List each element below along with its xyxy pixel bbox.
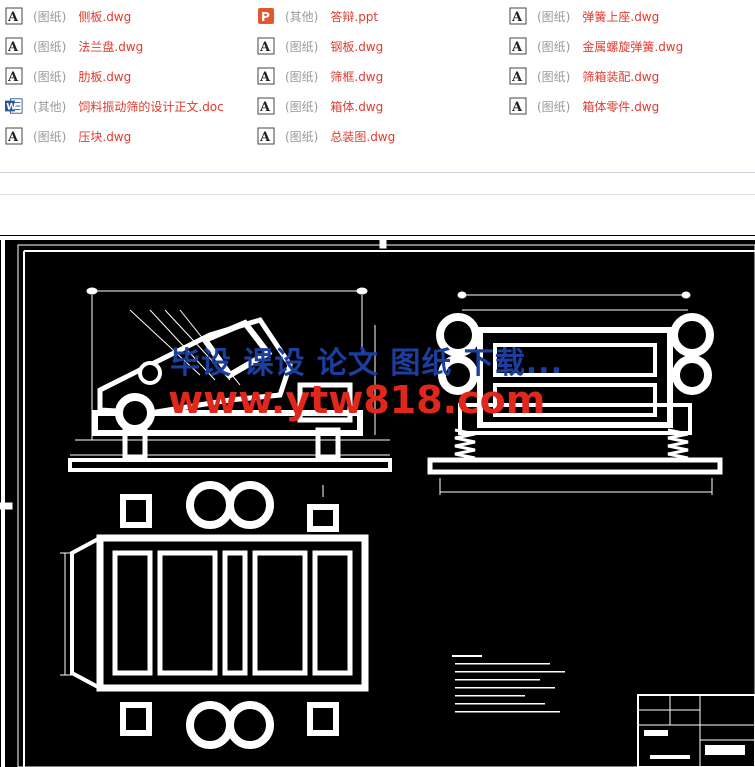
file-item[interactable]: P (其他) 答辩.ppt bbox=[257, 5, 378, 27]
file-name[interactable]: 法兰盘.dwg bbox=[78, 39, 144, 54]
cad-drawing bbox=[0, 236, 755, 767]
autocad-file-icon: A bbox=[509, 67, 527, 85]
divider bbox=[0, 172, 755, 173]
file-name[interactable]: 钢板.dwg bbox=[330, 39, 384, 54]
file-item[interactable]: A (图纸) 压块.dwg bbox=[5, 125, 131, 147]
file-kind: (其他) bbox=[33, 99, 67, 114]
autocad-file-icon: A bbox=[5, 67, 23, 85]
file-kind: (图纸) bbox=[33, 129, 67, 144]
file-kind: (图纸) bbox=[537, 9, 571, 24]
autocad-file-icon: A bbox=[5, 7, 23, 25]
autocad-file-icon: A bbox=[257, 127, 275, 145]
svg-text:A: A bbox=[7, 40, 19, 55]
svg-text:A: A bbox=[511, 70, 523, 85]
file-name[interactable]: 筛箱装配.dwg bbox=[582, 69, 660, 84]
file-name[interactable]: 饲料振动筛的设计正文.doc bbox=[78, 99, 224, 114]
file-item[interactable]: A (图纸) 箱体.dwg bbox=[257, 95, 383, 117]
autocad-file-icon: A bbox=[5, 37, 23, 55]
watermark-url: www.ytw818.com bbox=[168, 378, 546, 422]
autocad-file-icon: A bbox=[509, 97, 527, 115]
watermark-line1: 毕设 课设 论文 图纸 下载... bbox=[170, 346, 563, 381]
svg-text:P: P bbox=[261, 10, 270, 24]
file-name[interactable]: 弹簧上座.dwg bbox=[582, 9, 660, 24]
file-item[interactable]: A (图纸) 侧板.dwg bbox=[5, 5, 131, 27]
autocad-file-icon: A bbox=[5, 127, 23, 145]
file-kind: (图纸) bbox=[537, 69, 571, 84]
svg-text:A: A bbox=[511, 40, 523, 55]
svg-text:A: A bbox=[511, 10, 523, 25]
divider bbox=[0, 194, 755, 195]
file-kind: (图纸) bbox=[537, 39, 571, 54]
svg-text:A: A bbox=[7, 70, 19, 85]
file-name[interactable]: 侧板.dwg bbox=[78, 9, 132, 24]
file-kind: (图纸) bbox=[33, 69, 67, 84]
svg-text:A: A bbox=[259, 130, 271, 145]
file-kind: (图纸) bbox=[537, 99, 571, 114]
file-kind: (图纸) bbox=[285, 69, 319, 84]
file-item[interactable]: A (图纸) 钢板.dwg bbox=[257, 35, 383, 57]
file-name[interactable]: 总装图.dwg bbox=[330, 129, 396, 144]
svg-text:A: A bbox=[7, 130, 19, 145]
file-kind: (图纸) bbox=[33, 9, 67, 24]
file-item[interactable]: A (图纸) 筛框.dwg bbox=[257, 65, 383, 87]
file-kind: (图纸) bbox=[285, 99, 319, 114]
svg-text:A: A bbox=[259, 40, 271, 55]
file-name[interactable]: 金属螺旋弹簧.dwg bbox=[582, 39, 684, 54]
file-item[interactable]: A (图纸) 弹簧上座.dwg bbox=[509, 5, 659, 27]
file-item[interactable]: A (图纸) 肋板.dwg bbox=[5, 65, 131, 87]
svg-text:A: A bbox=[511, 100, 523, 115]
autocad-file-icon: A bbox=[509, 7, 527, 25]
file-item[interactable]: A (图纸) 法兰盘.dwg bbox=[5, 35, 143, 57]
cad-drawing-preview bbox=[0, 235, 755, 767]
file-kind: (图纸) bbox=[33, 39, 67, 54]
autocad-file-icon: A bbox=[257, 37, 275, 55]
file-kind: (图纸) bbox=[285, 39, 319, 54]
svg-text:W: W bbox=[6, 103, 16, 113]
file-kind: (其他) bbox=[285, 9, 319, 24]
word-file-icon: W bbox=[5, 97, 23, 115]
autocad-file-icon: A bbox=[257, 67, 275, 85]
file-name[interactable]: 肋板.dwg bbox=[78, 69, 132, 84]
file-item[interactable]: W (其他) 饲料振动筛的设计正文.doc bbox=[5, 95, 224, 117]
file-list: A (图纸) 侧板.dwg P (其他) 答辩.ppt A (图纸) 弹簧上座.… bbox=[0, 0, 755, 160]
file-item[interactable]: A (图纸) 总装图.dwg bbox=[257, 125, 395, 147]
svg-text:A: A bbox=[259, 100, 271, 115]
autocad-file-icon: A bbox=[257, 97, 275, 115]
file-item[interactable]: A (图纸) 筛箱装配.dwg bbox=[509, 65, 659, 87]
file-item[interactable]: A (图纸) 箱体零件.dwg bbox=[509, 95, 659, 117]
file-kind: (图纸) bbox=[285, 129, 319, 144]
file-name[interactable]: 筛框.dwg bbox=[330, 69, 384, 84]
file-name[interactable]: 压块.dwg bbox=[78, 129, 132, 144]
svg-text:A: A bbox=[7, 10, 19, 25]
autocad-file-icon: A bbox=[509, 37, 527, 55]
powerpoint-file-icon: P bbox=[257, 7, 275, 25]
file-item[interactable]: A (图纸) 金属螺旋弹簧.dwg bbox=[509, 35, 683, 57]
svg-text:A: A bbox=[259, 70, 271, 85]
file-name[interactable]: 箱体.dwg bbox=[330, 99, 384, 114]
file-name[interactable]: 箱体零件.dwg bbox=[582, 99, 660, 114]
file-name[interactable]: 答辩.ppt bbox=[330, 9, 379, 24]
